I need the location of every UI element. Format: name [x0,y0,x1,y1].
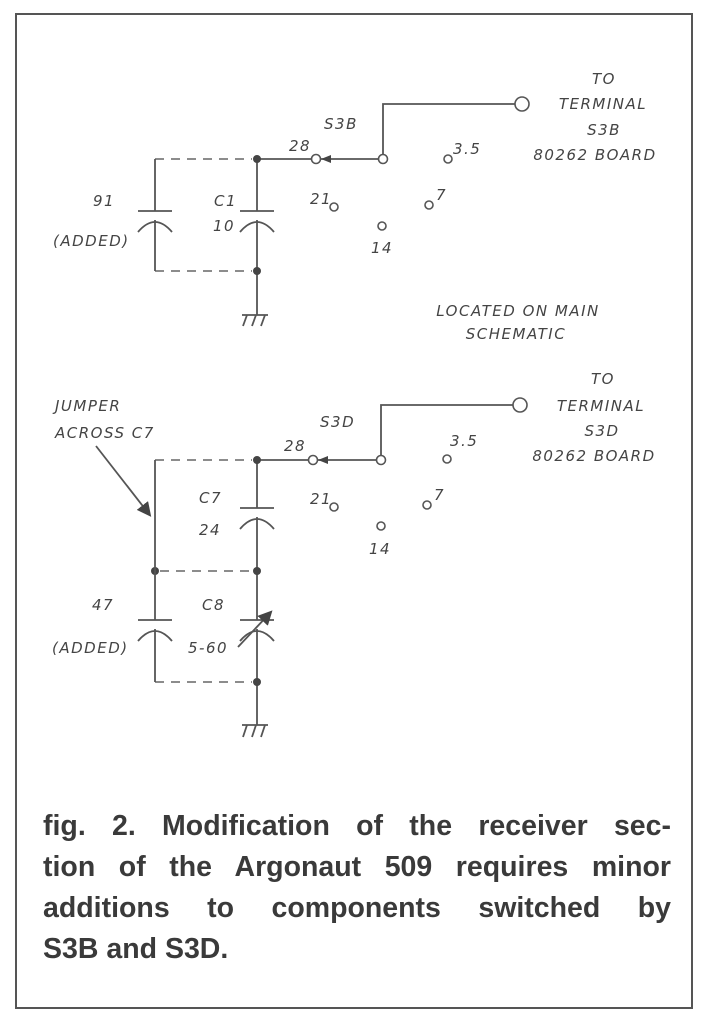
figure-frame [15,13,693,1009]
wire-to-terminal [382,103,515,155]
terminal-text-line: TO [592,70,616,88]
added-cap-note: (ADDED) [53,232,130,250]
wiper-arrow-icon [321,155,331,163]
switch-pivot [375,454,387,466]
contact-21 [329,502,339,512]
variable-capacitor-arrow-icon [237,610,273,648]
ground-icon [242,314,268,327]
position-label-14: 14 [369,540,391,558]
c1-value: 10 [213,217,235,235]
terminal-text-line: S3B [587,121,621,139]
added-cap-note: (ADDED) [52,639,129,657]
contact-28 [310,153,322,165]
position-label-7: 7 [434,486,445,504]
switch-label: S3B [324,115,358,133]
terminal-text-line: 80262 BOARD [533,146,656,164]
contact-3-5 [443,154,453,164]
caption-line: fig. 2. Modification of the receiver sec… [43,810,671,842]
jumper-pointer-arrow-icon [95,445,152,517]
bottom-circuit: S3D 28 3.5 21 7 14 TO TERMINAL S3D 80262… [52,370,655,738]
position-label-14: 14 [371,239,393,257]
contact-14 [377,221,387,231]
schematic-diagram: S3B 28 3.5 21 7 14 TO TERMINAL S3B 80262… [52,70,656,738]
c8-value: 5-60 [188,639,228,657]
position-label-3-5: 3.5 [450,432,478,450]
contact-28 [307,454,319,466]
terminal-text-line: TO [591,370,615,388]
location-note: LOCATED ON MAIN [436,302,599,320]
contact-21 [329,202,339,212]
position-label-3-5: 3.5 [453,140,481,158]
switch-pivot [377,153,389,165]
position-label-28: 28 [289,137,311,155]
ground-icon [242,724,268,738]
switch-label: S3D [320,413,355,431]
added-cap-value: 91 [93,192,115,210]
junction-dot [253,456,261,464]
terminal-text-line: 80262 BOARD [532,447,655,465]
terminal-text-line: S3D [584,422,619,440]
terminal-connector [512,397,528,413]
terminal-text-line: TERMINAL [557,397,645,415]
wire-to-terminal [380,404,513,456]
figure-caption: fig. 2. Modification of the receiver sec… [43,806,671,970]
c1-name: C1 [214,192,237,210]
contact-14 [376,521,386,531]
jumper-note: JUMPER [52,397,121,415]
junction-dot [253,567,261,575]
position-label-7: 7 [436,186,447,204]
contact-7 [422,500,432,510]
junction-dot [253,155,261,163]
location-note: SCHEMATIC [466,325,566,343]
junction-dot [253,267,261,275]
terminal-text-line: TERMINAL [559,95,647,113]
c7-name: C7 [199,489,222,507]
added-cap-value: 47 [92,596,114,614]
caption-line: S3B and S3D. [43,933,229,965]
contact-3-5 [442,454,452,464]
position-label-28: 28 [284,437,306,455]
c8-name: C8 [202,596,225,614]
position-label-21: 21 [310,490,332,508]
caption-line: tion of the Argonaut 509 requires minor [43,851,671,883]
junction-dot [253,678,261,686]
c7-value: 24 [199,521,221,539]
contact-7 [424,200,434,210]
jumper-note: ACROSS C7 [54,424,155,442]
terminal-connector [514,96,530,112]
top-circuit: S3B 28 3.5 21 7 14 TO TERMINAL S3B 80262… [53,70,656,343]
position-label-21: 21 [310,190,332,208]
wiper-arrow-icon [318,456,328,464]
caption-line: additions to components switched by [43,892,671,924]
